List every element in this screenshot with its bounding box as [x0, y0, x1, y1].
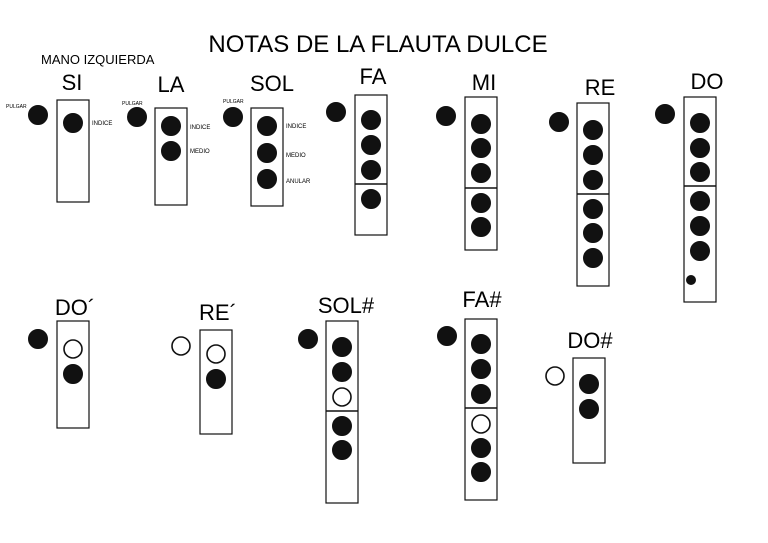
- note-name: DO: [691, 69, 724, 94]
- left-hand-hole: [579, 374, 599, 394]
- left-hand-hole: [257, 116, 277, 136]
- thumb-hole: [437, 326, 457, 346]
- thumb-hole: [326, 102, 346, 122]
- left-hand-hole: [583, 170, 603, 190]
- left-hand-hole: [332, 337, 352, 357]
- left-hand-hole: [690, 138, 710, 158]
- note-name: LA: [158, 72, 185, 97]
- recorder-body: [325, 320, 359, 504]
- right-hand-hole: [690, 241, 710, 261]
- note-name: SOL#: [318, 293, 375, 318]
- left-hand-hole: [257, 169, 277, 189]
- right-hand-hole: [583, 223, 603, 243]
- middle-label: MEDIO: [190, 149, 210, 155]
- index-label: INDICE: [286, 124, 306, 130]
- left-hand-hole: [332, 387, 352, 407]
- left-hand-hole: [471, 384, 491, 404]
- thumb-hole: [28, 105, 48, 125]
- right-hand-hole: [471, 462, 491, 482]
- note-name: DO#: [567, 328, 613, 353]
- left-hand-hole: [361, 110, 381, 130]
- left-hand-hole: [471, 163, 491, 183]
- right-hand-hole: [690, 191, 710, 211]
- left-hand-hole: [471, 359, 491, 379]
- half-hole: [686, 275, 696, 285]
- thumb-hole: [298, 329, 318, 349]
- fingering-diagrams: SI PULGAR INDICE LA PULGAR INDICE MEDIO SOL PULG…: [6, 64, 724, 504]
- left-hand-hole: [161, 141, 181, 161]
- left-hand-hole: [471, 334, 491, 354]
- fingering-9: SOL#: [298, 293, 375, 504]
- left-hand-hole: [161, 116, 181, 136]
- note-name: SOL: [250, 71, 294, 96]
- left-hand-hole: [63, 364, 83, 384]
- right-hand-hole: [471, 193, 491, 213]
- thumb-hole: [223, 107, 243, 127]
- right-hand-hole: [361, 189, 381, 209]
- left-hand-hole: [257, 143, 277, 163]
- fingering-3: FA: [326, 64, 388, 236]
- thumb-hole: [549, 112, 569, 132]
- thumb-hole: [171, 336, 191, 356]
- left-hand-label: MANO IZQUIERDA: [41, 52, 155, 67]
- fingering-5: RE: [549, 75, 616, 287]
- note-name: DO´: [55, 295, 95, 320]
- fingering-7: DO´: [28, 295, 95, 429]
- left-hand-hole: [471, 114, 491, 134]
- fingering-8: RE´: [171, 300, 237, 435]
- left-hand-hole: [63, 113, 83, 133]
- thumb-label: PULGAR: [6, 104, 27, 110]
- right-hand-hole: [583, 248, 603, 268]
- fingering-6: DO: [655, 69, 724, 303]
- right-hand-hole: [471, 217, 491, 237]
- right-hand-hole: [471, 414, 491, 434]
- left-hand-hole: [332, 362, 352, 382]
- note-name: RE´: [199, 300, 237, 325]
- left-hand-hole: [579, 399, 599, 419]
- left-hand-hole: [583, 145, 603, 165]
- ring-label: ANULAR: [286, 179, 311, 185]
- left-hand-hole: [471, 138, 491, 158]
- thumb-hole: [436, 106, 456, 126]
- fingering-11: DO#: [545, 328, 613, 464]
- note-name: FA: [360, 64, 387, 89]
- thumb-label: PULGAR: [223, 99, 244, 105]
- left-hand-hole: [361, 160, 381, 180]
- fingering-10: FA#: [437, 287, 502, 501]
- left-hand-hole: [206, 344, 226, 364]
- right-hand-hole: [332, 440, 352, 460]
- left-hand-hole: [690, 162, 710, 182]
- note-name: MI: [472, 70, 496, 95]
- fingering-2: SOL PULGAR INDICE MEDIO ANULAR: [223, 71, 311, 207]
- index-label: INDICE: [190, 125, 210, 131]
- left-hand-hole: [206, 369, 226, 389]
- note-name: FA#: [462, 287, 502, 312]
- thumb-hole: [545, 366, 565, 386]
- left-hand-hole: [361, 135, 381, 155]
- right-hand-hole: [583, 199, 603, 219]
- chart-title: NOTAS DE LA FLAUTA DULCE: [208, 31, 547, 58]
- thumb-hole: [655, 104, 675, 124]
- fingering-4: MI: [436, 70, 498, 251]
- note-name: SI: [62, 70, 83, 95]
- right-hand-hole: [471, 438, 491, 458]
- right-hand-hole: [690, 216, 710, 236]
- fingering-0: SI PULGAR INDICE: [6, 70, 112, 203]
- left-hand-hole: [583, 120, 603, 140]
- left-hand-hole: [690, 113, 710, 133]
- thumb-hole: [28, 329, 48, 349]
- index-label: INDICE: [92, 121, 112, 127]
- left-hand-hole: [63, 339, 83, 359]
- note-name: RE: [585, 75, 616, 100]
- middle-label: MEDIO: [286, 153, 306, 159]
- thumb-label: PULGAR: [122, 101, 143, 107]
- thumb-hole: [127, 107, 147, 127]
- fingering-1: LA PULGAR INDICE MEDIO: [122, 72, 210, 206]
- right-hand-hole: [332, 416, 352, 436]
